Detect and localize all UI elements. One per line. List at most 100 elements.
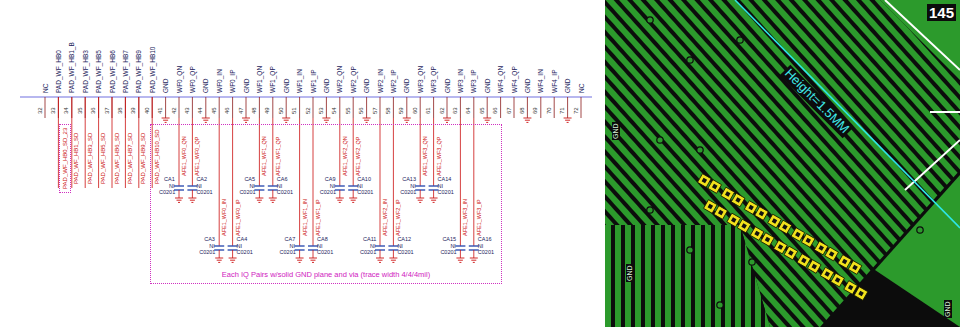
ground-symbol [470, 258, 478, 259]
pin-stub [447, 97, 448, 118]
net-wire [313, 118, 314, 246]
net-wire [192, 190, 193, 198]
pin-number: 54 [331, 107, 338, 114]
net-label: PAD_WF_HB10_SD [154, 129, 161, 184]
pin-number: 64 [465, 107, 472, 114]
ground-symbol [486, 122, 488, 123]
net-label: PAD_WF_HB3_SD [87, 133, 94, 184]
silkscreen-outline [930, 111, 960, 113]
copper-fill [875, 175, 960, 327]
net-wire [259, 118, 260, 186]
vertical-traces [605, 225, 770, 327]
pad-pair [750, 227, 774, 247]
via [917, 227, 923, 233]
capacitor-ref: CA16 [478, 236, 492, 242]
pin-name: WF2_QN [336, 66, 343, 93]
net-wire [125, 97, 126, 188]
net-label: AFE1_WF0_IP [235, 199, 241, 236]
net-label: AFE1_WF1_QP [275, 137, 281, 176]
pin-number: 44 [197, 107, 204, 114]
pin-stub [527, 97, 528, 118]
pin-stub [205, 97, 206, 118]
net-wire [313, 250, 314, 258]
pin-name: WF1_IP [310, 70, 317, 93]
ground-symbol [433, 202, 435, 203]
pin-stub [473, 97, 474, 118]
silkscreen-outline [905, 140, 960, 190]
pin-name: WF0_IN [216, 69, 223, 93]
capacitor-package: C0201 [478, 249, 494, 255]
pad-pair [844, 281, 868, 301]
pin-stub [540, 97, 541, 118]
ground-symbol [351, 200, 356, 201]
pin-number: 35 [77, 107, 84, 114]
capacitor-package: C0201 [360, 249, 376, 255]
pin-number: 45 [211, 107, 218, 114]
pin-number: 37 [104, 107, 111, 114]
pcb-background [605, 0, 960, 327]
pin-stub [567, 97, 568, 118]
ground-symbol [366, 122, 368, 123]
net-wire [232, 250, 233, 258]
pin-stub [272, 97, 273, 118]
vias [647, 17, 923, 308]
pin-name: PAD_WF_HB1_B [68, 42, 75, 93]
pad-pair [744, 201, 768, 221]
capacitor-ref: CA6 [277, 176, 288, 182]
ground-symbol [242, 118, 250, 119]
ground-symbol [312, 262, 314, 263]
ground-symbol [483, 118, 491, 119]
capacitor-ref: CA13 [402, 176, 416, 182]
capacitor-value: NI [357, 183, 363, 189]
layout-note-region: Each IQ Pairs w/solid GND plane and via … [150, 124, 502, 284]
pin-stub [246, 97, 247, 118]
ground-symbol [567, 122, 569, 123]
via [647, 207, 653, 213]
pin-number: 55 [345, 107, 352, 114]
pin-name: WF2_QP [350, 66, 357, 93]
pin-number: 61 [425, 107, 432, 114]
capacitor-ref: CA14 [438, 176, 452, 182]
ground-symbol [378, 260, 383, 261]
copper-fill [880, 0, 960, 80]
ground-symbol [188, 198, 196, 199]
pin-name: GND [363, 79, 370, 93]
net-wire [179, 190, 180, 198]
ground-symbol [446, 122, 448, 123]
pin-name: WF4_QP [511, 66, 518, 93]
capacitor-plate [415, 185, 425, 186]
capacitor-ref: CA8 [317, 236, 328, 242]
pin-number: 72 [573, 107, 580, 114]
pad-pair [791, 228, 815, 248]
capacitor-value: NI [237, 243, 243, 249]
pin-stub [219, 97, 220, 118]
pad-pair [797, 254, 821, 274]
pad-pair [838, 255, 862, 275]
net-label: AFE1_WF2_IP [395, 199, 401, 236]
net-wire [85, 97, 86, 188]
net-wire [299, 250, 300, 258]
net-wire [420, 190, 421, 198]
height-boundary-line [735, 0, 960, 228]
net-wire [473, 250, 474, 258]
net-wire [219, 250, 220, 258]
via [647, 17, 653, 23]
ground-symbol [322, 118, 330, 119]
capacitor-value: NI [397, 243, 403, 249]
pin-number: 36 [90, 107, 97, 114]
pin-name: GND [162, 79, 169, 93]
pin-name: PAD_WF_HB10 [149, 47, 156, 93]
ground-symbol [485, 120, 490, 121]
ground-symbol [471, 260, 476, 261]
net-wire [299, 118, 300, 246]
ground-symbol [445, 120, 450, 121]
capacitor-plate [348, 185, 358, 186]
net-label: AFE1_WF2_IN [382, 199, 388, 236]
ground-symbol [456, 258, 464, 259]
capacitor-plate [308, 245, 318, 246]
capacitor-plate [174, 185, 184, 186]
capacitor-value: NI [478, 243, 484, 249]
pin-number: 53 [318, 107, 325, 114]
net-name: GND [612, 122, 620, 140]
via [717, 302, 723, 308]
